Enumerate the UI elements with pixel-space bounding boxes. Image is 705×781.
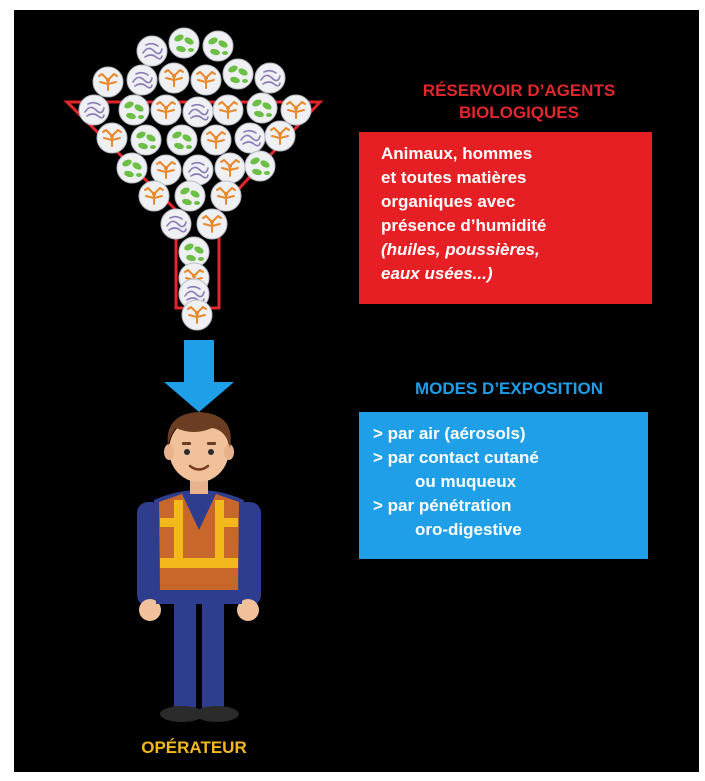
virus-icon: [182, 154, 214, 186]
bacteria-icon: [118, 94, 150, 126]
fungus-icon: [196, 208, 228, 240]
fungus-icon: [92, 66, 124, 98]
fungus-icon: [214, 152, 246, 184]
bacteria-icon: [130, 124, 162, 156]
operator-label: OPÉRATEUR: [141, 738, 247, 757]
reservoir-text-line1: Animaux, hommes: [381, 144, 533, 163]
virus-icon: [136, 35, 168, 67]
exposure-item-contact-text-cont: ou muqueux: [415, 472, 517, 491]
bacteria-icon: [166, 124, 198, 156]
fungus-icon: [210, 180, 242, 212]
virus-icon: [234, 122, 266, 154]
reservoir-description: Animaux, hommes et toutes matières organ…: [359, 132, 652, 286]
bacteria-icon: [244, 150, 276, 182]
infographic-artwork: [63, 27, 324, 722]
exposure-item-ingestion-text-cont: oro-digestive: [415, 520, 522, 539]
reservoir-title-line2: BIOLOGIQUES: [459, 103, 579, 122]
exposure-item-ingestion-text: > par pénétration: [373, 496, 512, 515]
reservoir-examples-line1: (huiles, poussières,: [381, 240, 540, 259]
exposure-item-ingestion: > par pénétration oro-digestive: [373, 494, 642, 542]
bacteria-icon: [116, 152, 148, 184]
virus-icon: [78, 94, 110, 126]
bacteria-icon: [174, 180, 206, 212]
virus-icon: [254, 62, 286, 94]
exposure-title: MODES D’EXPOSITION: [415, 379, 603, 398]
fungus-icon: [280, 94, 312, 126]
bacteria-icon: [202, 30, 234, 62]
infographic-panel: RÉSERVOIR D’AGENTS BIOLOGIQUES Animaux, …: [14, 10, 699, 772]
reservoir-text-line3: organiques avec: [381, 192, 516, 211]
virus-icon: [160, 208, 192, 240]
exposure-modes-list: > par air (aérosols) > par contact cutan…: [359, 412, 648, 542]
reservoir-text-line4: présence d’humidité: [381, 216, 547, 235]
fungus-icon: [150, 154, 182, 186]
fungus-icon: [264, 120, 296, 152]
fungus-icon: [158, 62, 190, 94]
exposure-item-contact-text: > par contact cutané: [373, 448, 539, 467]
worker-figure: [137, 412, 261, 722]
bacteria-icon: [222, 58, 254, 90]
fungus-icon: [200, 124, 232, 156]
fungus-icon: [138, 180, 170, 212]
bacteria-icon: [168, 27, 200, 59]
bacteria-icon: [246, 92, 278, 124]
fungus-icon: [212, 94, 244, 126]
reservoir-text-line2: et toutes matières: [381, 168, 527, 187]
fungus-icon: [190, 64, 222, 96]
arrow-down-icon: [164, 340, 234, 412]
exposure-item-air-text: > par air (aérosols): [373, 424, 526, 443]
reservoir-description-box: Animaux, hommes et toutes matières organ…: [359, 132, 652, 304]
reservoir-examples-line2: eaux usées...): [381, 264, 493, 283]
reservoir-title-line1: RÉSERVOIR D’AGENTS: [422, 81, 616, 100]
virus-icon: [182, 96, 214, 128]
fungus-icon: [181, 299, 213, 331]
reservoir-title: RÉSERVOIR D’AGENTS BIOLOGIQUES: [369, 80, 669, 124]
exposure-item-contact: > par contact cutané ou muqueux: [373, 446, 642, 494]
biological-agents: [78, 27, 312, 331]
exposure-item-air: > par air (aérosols): [373, 422, 642, 446]
virus-icon: [126, 64, 158, 96]
exposure-modes-box: > par air (aérosols) > par contact cutan…: [359, 412, 648, 559]
fungus-icon: [150, 94, 182, 126]
fungus-icon: [96, 122, 128, 154]
